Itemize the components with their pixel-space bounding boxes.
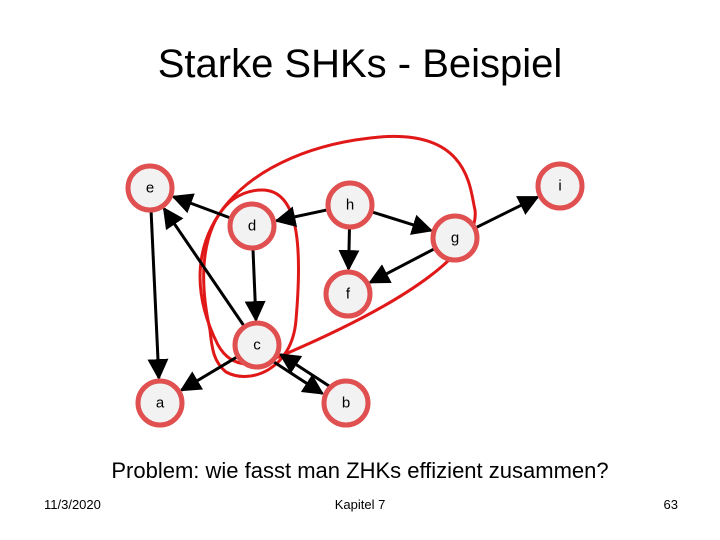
footer-date: 11/3/2020 [44, 497, 101, 512]
nodes: e h i d g f c a b [125, 161, 585, 428]
node-h: h [325, 180, 375, 230]
node-g: g [430, 213, 480, 263]
node-d-circle [227, 201, 277, 251]
footer-page-number: 63 [663, 497, 678, 512]
scc-outlines [198, 134, 477, 378]
node-f-label: f [346, 286, 351, 303]
edges [147, 193, 540, 395]
edge-c-to-a [179, 355, 239, 392]
node-a-label: a [156, 395, 165, 412]
node-f: f [323, 269, 373, 319]
node-f-circle [323, 269, 373, 319]
edge-h-to-g [371, 210, 434, 235]
edge-h-to-d [274, 206, 328, 228]
edge-b-to-c [278, 353, 331, 388]
edge-c-to-e [162, 206, 246, 327]
node-b-circle [321, 378, 371, 428]
edge-d-to-c [244, 248, 266, 323]
node-e-label: e [146, 180, 154, 197]
node-c-label: c [253, 337, 261, 354]
scc-outline-large [198, 134, 477, 366]
node-e: e [125, 163, 175, 213]
node-i-circle [535, 161, 585, 211]
edge-g-to-f [368, 247, 436, 284]
footer-chapter: Kapitel 7 [334, 497, 386, 512]
slide-title: Starke SHKs - Beispiel [157, 42, 563, 86]
node-h-circle [325, 180, 375, 230]
scc-outline-small [202, 188, 301, 378]
node-a-circle [135, 378, 185, 428]
node-i: i [535, 161, 585, 211]
edge-g-to-i [474, 195, 540, 230]
node-e-circle [125, 163, 175, 213]
node-g-label: g [451, 230, 459, 247]
node-c: c [232, 320, 282, 370]
node-h-label: h [346, 197, 354, 214]
node-b-label: b [342, 395, 350, 412]
problem-statement: Problem: wie fasst man ZHKs effizient zu… [111, 458, 609, 483]
node-g-circle [430, 213, 480, 263]
node-d-label: d [248, 218, 256, 235]
node-i-label: i [558, 178, 561, 195]
edge-h-to-f [338, 227, 360, 272]
node-c-circle [232, 320, 282, 370]
node-d: d [227, 201, 277, 251]
edge-e-to-a [147, 210, 169, 381]
edge-d-to-e [171, 193, 231, 220]
node-b: b [321, 378, 371, 428]
node-a: a [135, 378, 185, 428]
